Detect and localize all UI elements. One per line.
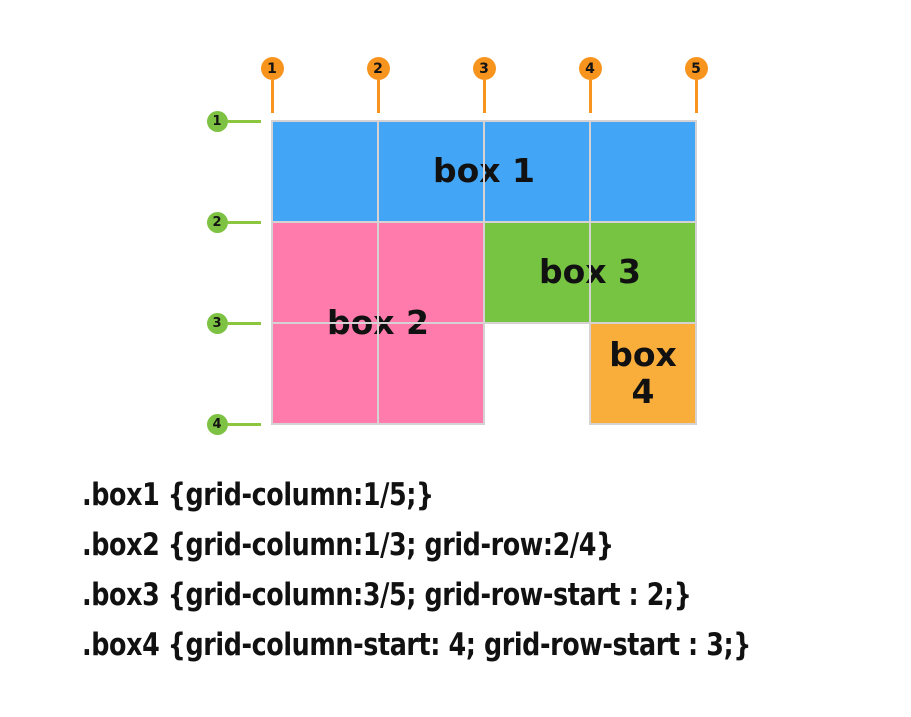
column-marker-4: 4	[578, 57, 602, 80]
row-marker-line	[228, 422, 261, 426]
column-marker-line	[694, 80, 698, 113]
column-marker-line	[270, 80, 274, 113]
column-marker-3: 3	[472, 57, 496, 80]
column-marker-line	[588, 80, 592, 113]
box1: box 1	[272, 121, 696, 222]
row-marker-3: 3	[206, 312, 228, 334]
css-code-block: .box1 {grid-column:1/5;} .box2 {grid-colu…	[82, 470, 898, 670]
row-marker-1: 1	[206, 110, 228, 132]
box2: box 2	[272, 222, 484, 424]
box-label: box 4	[609, 335, 677, 411]
css-grid-diagram: box 1 box 2 box 3 box 4 1 2 3 4 5 1 2 3 4	[206, 57, 708, 435]
row-marker-2: 2	[206, 211, 228, 233]
grid-container: box 1 box 2 box 3 box 4	[272, 121, 696, 424]
box-label: box 3	[538, 252, 642, 292]
column-marker-line	[376, 80, 380, 113]
code-line-4: .box4 {grid-column-start: 4; grid-row-st…	[82, 627, 751, 663]
row-marker-4: 4	[206, 413, 228, 435]
row-marker-line	[228, 321, 261, 325]
column-marker-line	[482, 80, 486, 113]
column-marker-1: 1	[260, 57, 284, 80]
code-line-2: .box2 {grid-column:1/3; grid-row:2/4}	[82, 527, 614, 563]
column-marker-2: 2	[366, 57, 390, 80]
row-marker-line	[228, 220, 261, 224]
code-line-1: .box1 {grid-column:1/5;}	[82, 477, 434, 513]
row-marker-line	[228, 119, 261, 123]
box3: box 3	[484, 222, 696, 323]
box-label: box 1	[432, 151, 536, 191]
box4: box 4	[590, 323, 696, 424]
box-label: box 2	[326, 302, 430, 342]
code-line-3: .box3 {grid-column:3/5; grid-row-start :…	[82, 577, 692, 613]
column-marker-5: 5	[684, 57, 708, 80]
